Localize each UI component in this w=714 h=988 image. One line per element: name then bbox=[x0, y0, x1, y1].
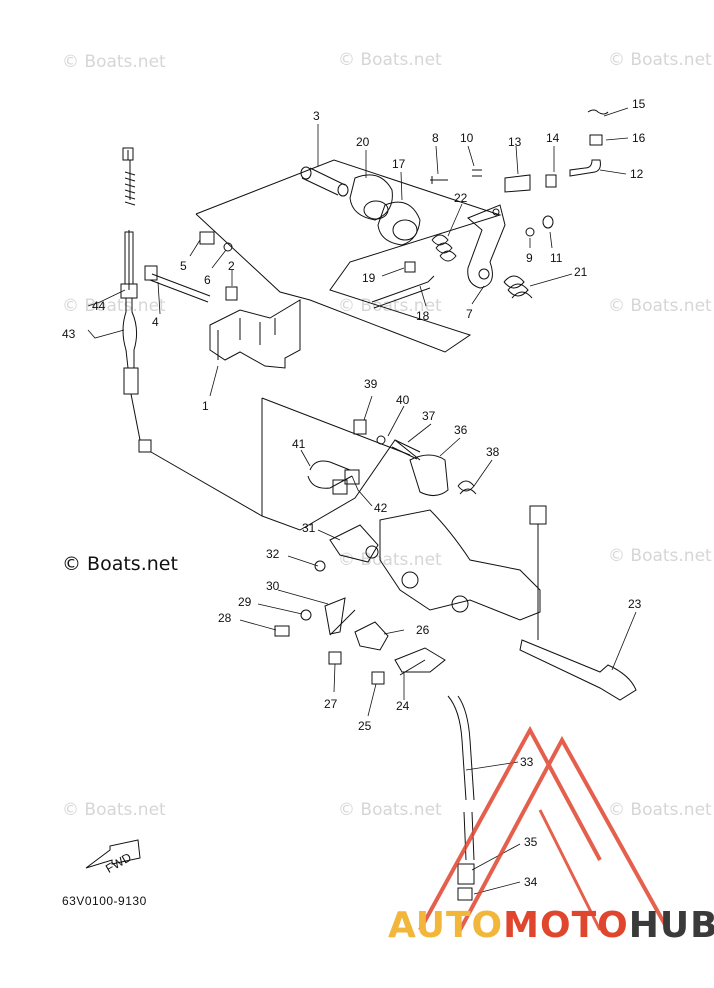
brand-wordmark: AUTOMOTOHUB bbox=[388, 905, 714, 946]
callout-25: 25 bbox=[358, 719, 372, 733]
callout-18: 18 bbox=[416, 309, 430, 323]
callout-numbers: 3 20 8 10 13 14 15 16 12 17 22 9 11 21 7… bbox=[62, 97, 646, 889]
watermark: © Boats.net bbox=[608, 296, 712, 316]
callout-10: 10 bbox=[460, 131, 474, 145]
fwd-label: FWD bbox=[103, 850, 134, 876]
watermark: © Boats.net bbox=[62, 800, 166, 820]
callout-22: 22 bbox=[454, 191, 468, 205]
callout-23: 23 bbox=[628, 597, 642, 611]
callout-28: 28 bbox=[218, 611, 232, 625]
callout-21: 21 bbox=[574, 265, 588, 279]
callout-1: 1 bbox=[202, 399, 209, 413]
callout-27: 27 bbox=[324, 697, 338, 711]
callout-14: 14 bbox=[546, 131, 560, 145]
callout-39: 39 bbox=[364, 377, 378, 391]
callout-19: 19 bbox=[362, 271, 376, 285]
callout-3: 3 bbox=[313, 109, 320, 123]
callout-4: 4 bbox=[152, 315, 159, 329]
diagram-code: 63V0100-9130 bbox=[62, 894, 147, 908]
callout-2: 2 bbox=[228, 259, 235, 273]
callout-36: 36 bbox=[454, 423, 468, 437]
callout-32: 32 bbox=[266, 547, 280, 561]
brand-part-2: MOTO bbox=[503, 905, 629, 946]
watermark: © Boats.net bbox=[62, 52, 166, 72]
callout-42: 42 bbox=[374, 501, 388, 515]
assembly-outlines bbox=[85, 109, 637, 901]
callout-15: 15 bbox=[632, 97, 646, 111]
callout-35: 35 bbox=[524, 835, 538, 849]
callout-30: 30 bbox=[266, 579, 280, 593]
callout-31: 31 bbox=[302, 521, 316, 535]
callout-40: 40 bbox=[396, 393, 410, 407]
callout-6: 6 bbox=[204, 273, 211, 287]
callout-12: 12 bbox=[630, 167, 644, 181]
brand-logo-triangle bbox=[418, 725, 670, 931]
callout-44: 44 bbox=[92, 299, 106, 313]
callout-26: 26 bbox=[416, 623, 430, 637]
brand-part-1: AUTO bbox=[388, 905, 504, 946]
watermark: © Boats.net bbox=[62, 296, 166, 316]
callout-43: 43 bbox=[62, 327, 76, 341]
watermark: © Boats.net bbox=[338, 50, 442, 70]
watermark: © Boats.net bbox=[608, 800, 712, 820]
watermark: © Boats.net bbox=[338, 550, 442, 570]
callout-20: 20 bbox=[356, 135, 370, 149]
callout-13: 13 bbox=[508, 135, 522, 149]
callout-37: 37 bbox=[422, 409, 436, 423]
callout-7: 7 bbox=[466, 307, 473, 321]
watermark: © Boats.net bbox=[338, 800, 442, 820]
callout-9: 9 bbox=[526, 251, 533, 265]
copyright-notice: © Boats.net bbox=[62, 553, 178, 575]
callout-11: 11 bbox=[550, 251, 563, 265]
callout-24: 24 bbox=[396, 699, 410, 713]
callout-5: 5 bbox=[180, 259, 187, 273]
callout-34: 34 bbox=[524, 875, 538, 889]
callout-8: 8 bbox=[432, 131, 439, 145]
callout-38: 38 bbox=[486, 445, 500, 459]
callout-33: 33 bbox=[520, 755, 534, 769]
brand-part-3: HUB bbox=[628, 905, 714, 946]
callout-29: 29 bbox=[238, 595, 252, 609]
watermark: © Boats.net bbox=[608, 546, 712, 566]
watermark: © Boats.net bbox=[608, 50, 712, 70]
callout-17: 17 bbox=[392, 157, 406, 171]
callout-16: 16 bbox=[632, 131, 646, 145]
callout-41: 41 bbox=[292, 437, 306, 451]
